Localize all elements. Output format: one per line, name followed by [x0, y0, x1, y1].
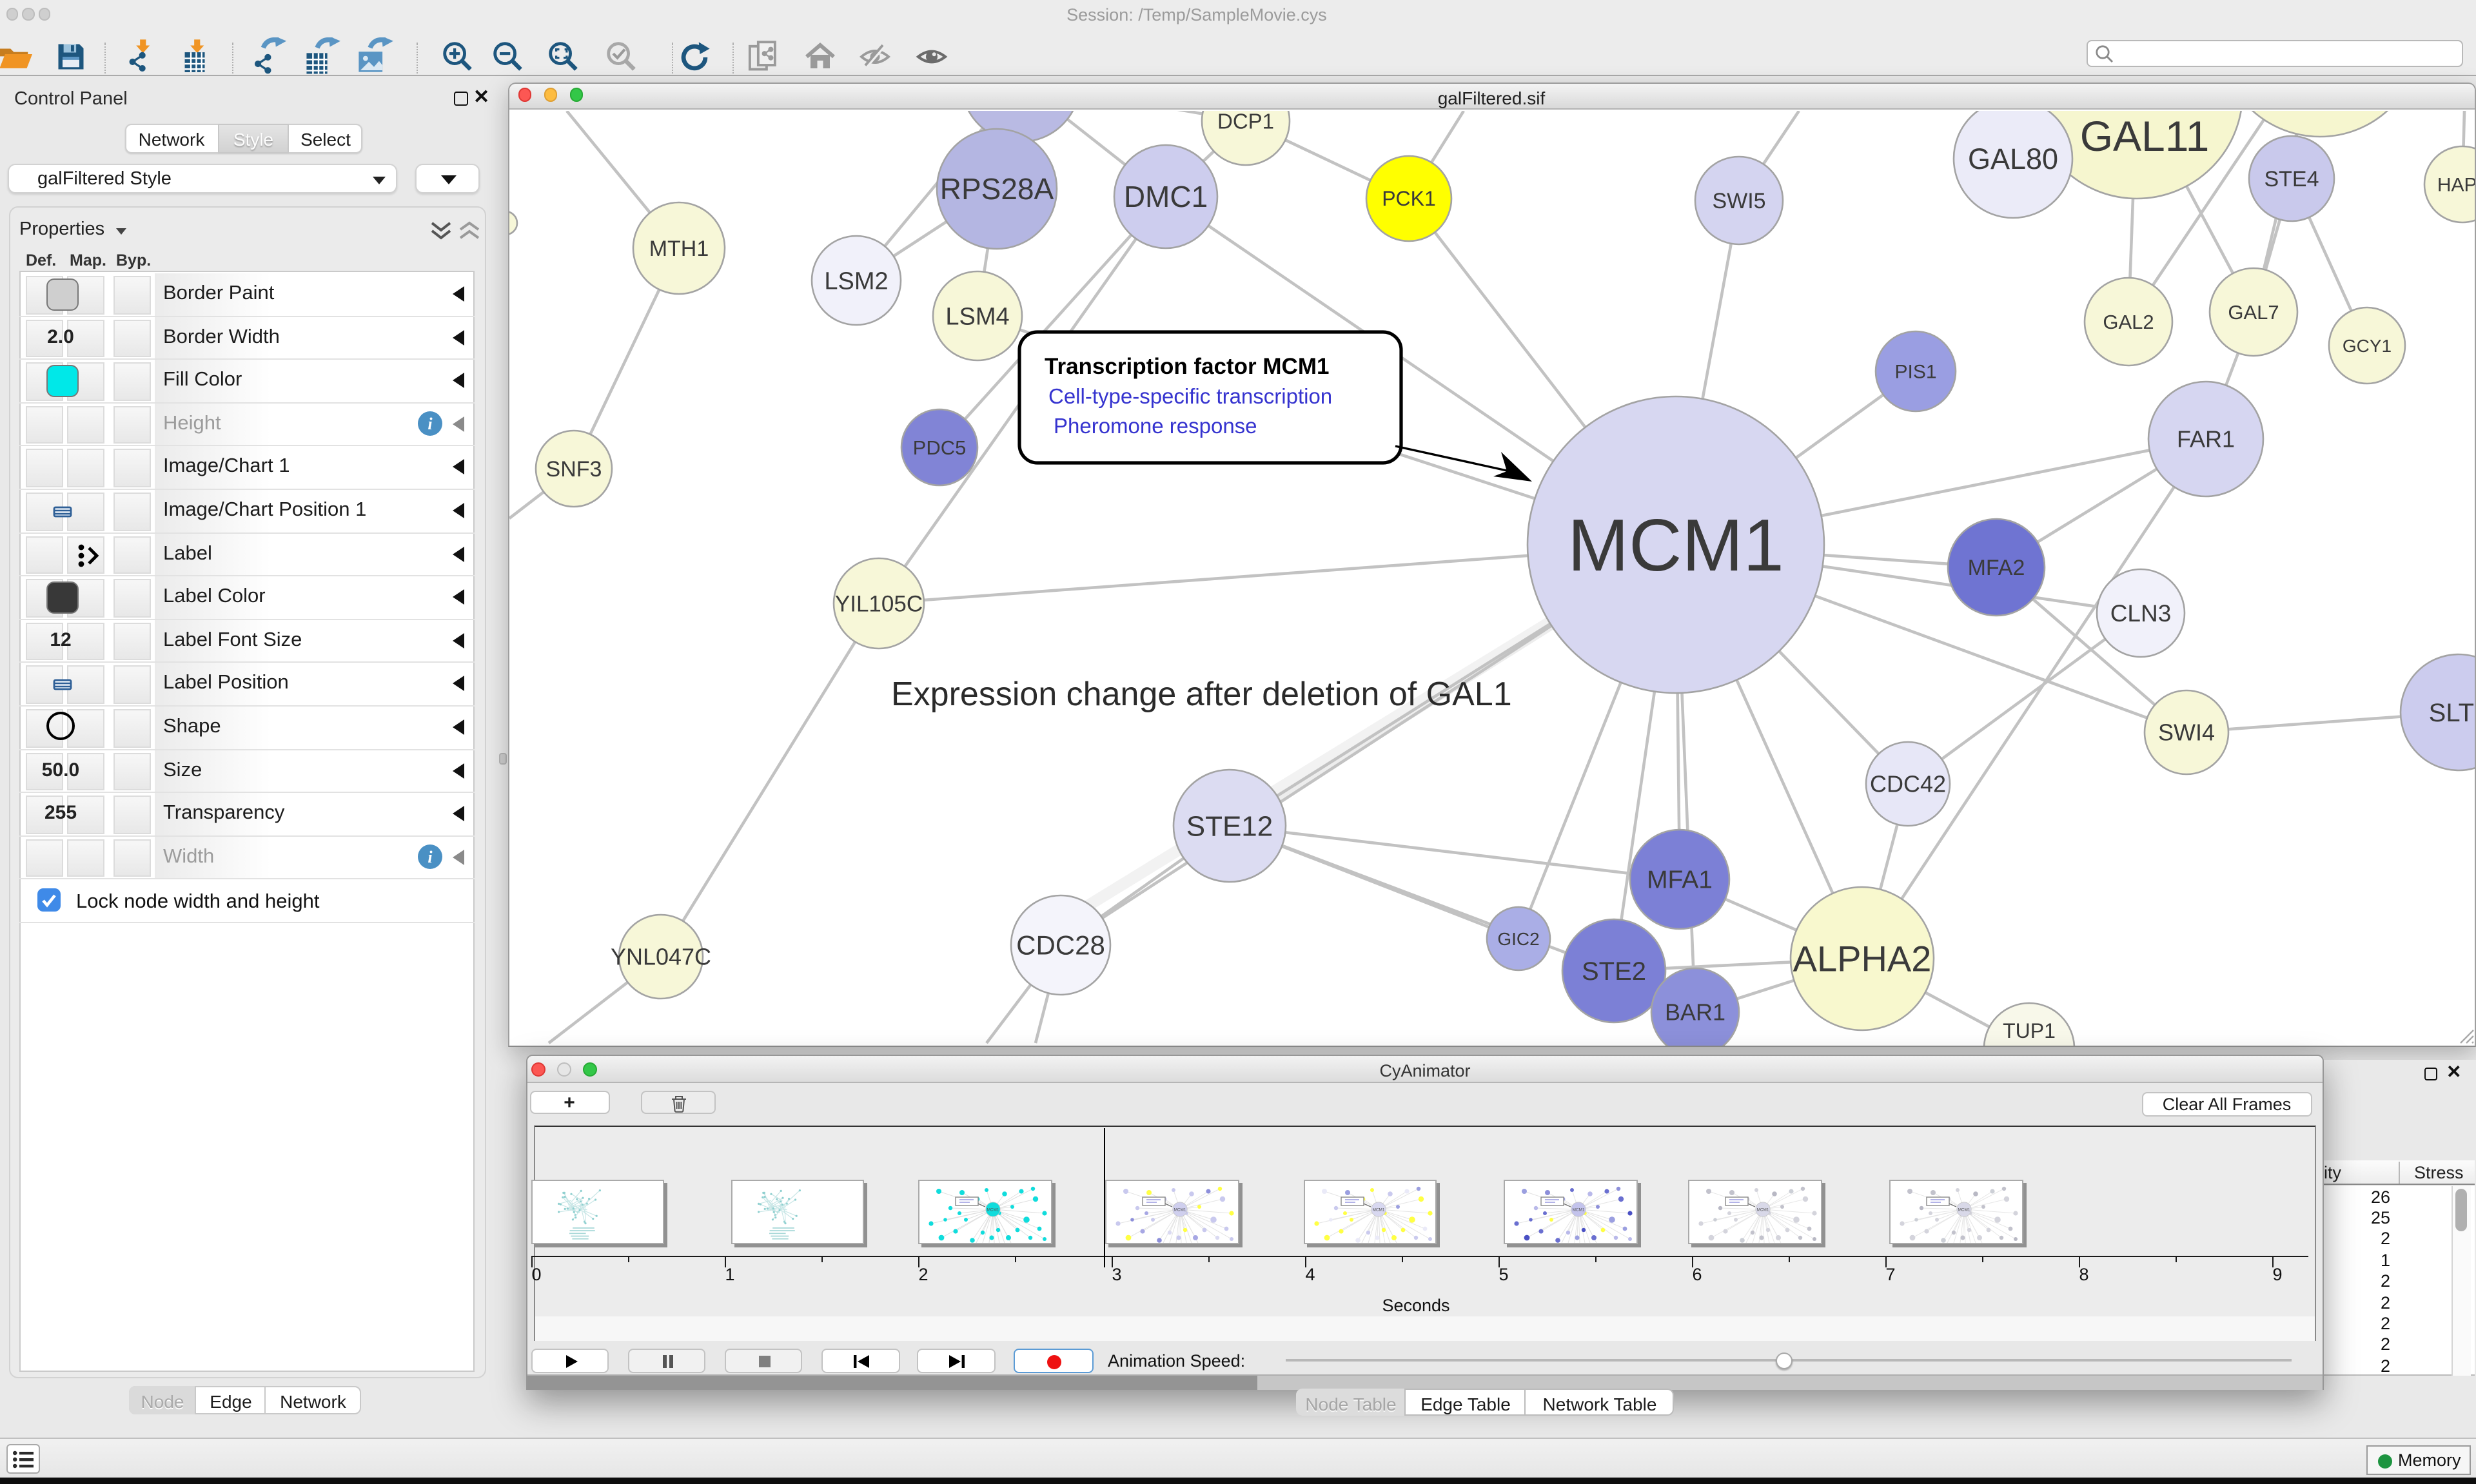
svg-text:YIL105C: YIL105C: [834, 591, 922, 616]
svg-text:CDC42: CDC42: [1869, 770, 1945, 797]
svg-text:PDC5: PDC5: [912, 436, 966, 458]
svg-text:Cell-type-specific transcripti: Cell-type-specific transcription: [1048, 384, 1331, 407]
svg-text:GCY1: GCY1: [2342, 335, 2391, 355]
svg-text:SNF3: SNF3: [545, 456, 602, 481]
svg-text:SWI5: SWI5: [1711, 188, 1765, 213]
svg-text:MFA2: MFA2: [1967, 555, 2025, 580]
svg-text:MCM1: MCM1: [1958, 1207, 1970, 1212]
svg-text:GAL2: GAL2: [2102, 310, 2153, 333]
svg-text:MCM1: MCM1: [1567, 504, 1783, 586]
svg-text:MCM1: MCM1: [987, 1207, 999, 1212]
svg-text:Transcription factor MCM1: Transcription factor MCM1: [1044, 353, 1328, 378]
svg-text:STE2: STE2: [1581, 957, 1646, 985]
svg-text:Pheromone response: Pheromone response: [1053, 413, 1257, 437]
svg-text:LSM4: LSM4: [945, 302, 1008, 329]
svg-text:CLN3: CLN3: [2110, 600, 2171, 626]
svg-text:ALPHA2: ALPHA2: [1793, 938, 1931, 979]
svg-text:MCM1: MCM1: [1174, 1207, 1186, 1212]
svg-text:PIS1: PIS1: [1894, 361, 1936, 382]
svg-text:DCP1: DCP1: [1217, 110, 1273, 133]
svg-text:STE12: STE12: [1186, 810, 1273, 841]
svg-text:STE4: STE4: [2263, 166, 2318, 191]
svg-text:SWI4: SWI4: [2157, 719, 2214, 745]
svg-text:GAL7: GAL7: [2227, 300, 2278, 323]
svg-text:Expression change after deleti: Expression change after deletion of GAL1: [890, 675, 1511, 712]
svg-text:YNL047C: YNL047C: [610, 943, 711, 970]
svg-text:FAR1: FAR1: [2176, 425, 2234, 452]
svg-text:MCM1: MCM1: [1372, 1207, 1384, 1212]
svg-text:GAL80: GAL80: [1967, 142, 2058, 175]
svg-text:MFA1: MFA1: [1646, 866, 1712, 893]
svg-text:DMC1: DMC1: [1123, 179, 1207, 213]
svg-text:RPS28A: RPS28A: [939, 171, 1054, 205]
svg-text:PCK1: PCK1: [1381, 186, 1435, 210]
svg-text:HAP2: HAP2: [2437, 174, 2475, 195]
svg-text:BAR1: BAR1: [1664, 999, 1725, 1025]
svg-text:LSM2: LSM2: [823, 267, 887, 294]
svg-text:CDC28: CDC28: [1016, 930, 1105, 960]
svg-text:MCM1: MCM1: [1573, 1207, 1585, 1212]
svg-text:TUP1: TUP1: [2002, 1019, 2055, 1042]
svg-text:MCM1: MCM1: [1757, 1207, 1769, 1212]
svg-text:MTH1: MTH1: [649, 236, 709, 260]
svg-text:GAL11: GAL11: [2079, 112, 2209, 159]
svg-text:GIC2: GIC2: [1497, 928, 1538, 948]
svg-text:SLT2: SLT2: [2428, 698, 2475, 727]
